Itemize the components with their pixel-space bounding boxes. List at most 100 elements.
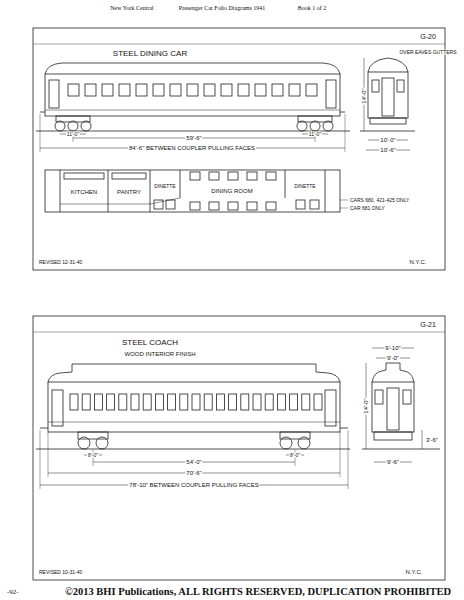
wheel [96,437,108,449]
car-window [221,84,232,96]
dining-table [190,172,200,180]
coach-end [362,348,440,462]
dining-car-end [360,52,425,150]
car-roof [45,63,340,74]
wheel [297,121,307,131]
dining-table [266,172,276,180]
car-window [192,394,200,410]
car-window [94,394,102,410]
car-door [325,390,336,426]
car-window [272,84,283,96]
car-window [306,84,317,96]
plate-number: G-21 [419,321,437,328]
truck-end [370,118,406,124]
car-body [45,74,340,116]
sheet-frame [33,316,445,580]
car-window [107,394,115,410]
wheel [68,121,78,131]
dimension: 11'-0" [66,132,80,137]
dining-table [228,202,238,210]
car-window [314,394,322,410]
dimension: 14'-0" [361,87,367,104]
car-title: STEEL COACH [121,339,179,347]
car-window [241,394,249,410]
dining-table [247,172,257,180]
car-window [155,394,163,410]
dimension: 84'-6" BETWEEN COUPLER PULLING FACES [128,145,256,151]
rail-line [36,449,350,450]
title-rule [33,44,445,45]
car-window [255,84,266,96]
belt-rail [48,422,340,423]
extension-line [48,432,49,477]
car-window [253,394,261,410]
car-window [265,394,273,410]
car-window [289,84,300,96]
car-window [229,394,237,410]
dimension: 10'-6" [379,147,396,153]
car-number-note: CARS 680, 421-425 ONLY [349,198,410,203]
page-number: -92- [6,589,20,596]
dimension: 8'-0" [87,453,99,458]
coupler [340,112,345,113]
dimension: 3'-6" [425,437,439,443]
copyright: ©2013 BHI Publications, ALL RIGHTS RESER… [64,587,452,598]
dimension: 78'-10" BETWEEN COUPLER PULLING FACES [128,482,259,488]
dining-table [266,202,276,210]
room-name: DINING ROOM [210,188,253,194]
extension-line [40,114,41,152]
end-door [387,388,399,430]
partition [150,170,151,212]
car-door [52,390,63,426]
car-window [70,394,78,410]
coupler [340,428,348,429]
car-window [153,84,164,96]
dining-table [209,202,219,210]
car-window [119,394,127,410]
car-window [204,84,215,96]
page-header: New York Central [109,5,155,11]
page-header: Book 1 of 2 [297,5,328,11]
dimension-line [422,430,423,449]
car-window [82,394,90,410]
leader-line [340,208,348,209]
truck-frame [280,432,310,439]
pantry-counter [112,173,146,179]
kitchen-range [64,173,104,179]
end-roof [372,363,414,382]
extension-line [348,430,349,489]
sheet-frame [33,28,445,270]
car-window [180,394,188,410]
floor-plan [45,170,340,212]
extension-line [345,114,346,152]
dining-table [228,172,238,180]
car-window [238,84,249,96]
car-window [187,84,198,96]
car-window [302,394,310,410]
car-window [68,84,79,96]
car-number-note: CAR 681 ONLY [349,206,386,211]
car-window [136,84,147,96]
end-door [382,78,394,116]
partition [108,170,109,212]
dinette-table [296,200,305,209]
rail-line [36,131,350,132]
dining-table [247,202,257,210]
rail-line [360,131,415,132]
dimension: 8'-0" [289,453,301,458]
car-window [170,84,181,96]
dimension: 9'-6" [386,459,400,465]
car-title: STEEL DINING CAR [112,50,188,58]
car-door [326,80,336,108]
room-name: DINETTE [153,184,176,189]
dimension: 70'-6" [185,470,202,476]
page-header: Passenger Car Folio Diagrams 1941 [178,5,267,11]
partition [325,170,326,212]
dining-car-side [36,63,350,152]
end-window [397,80,404,92]
plate-number: G-20 [419,33,437,40]
dinette-table [166,200,175,209]
dimension: 54'-0" [185,459,202,465]
title-rule [33,332,445,333]
